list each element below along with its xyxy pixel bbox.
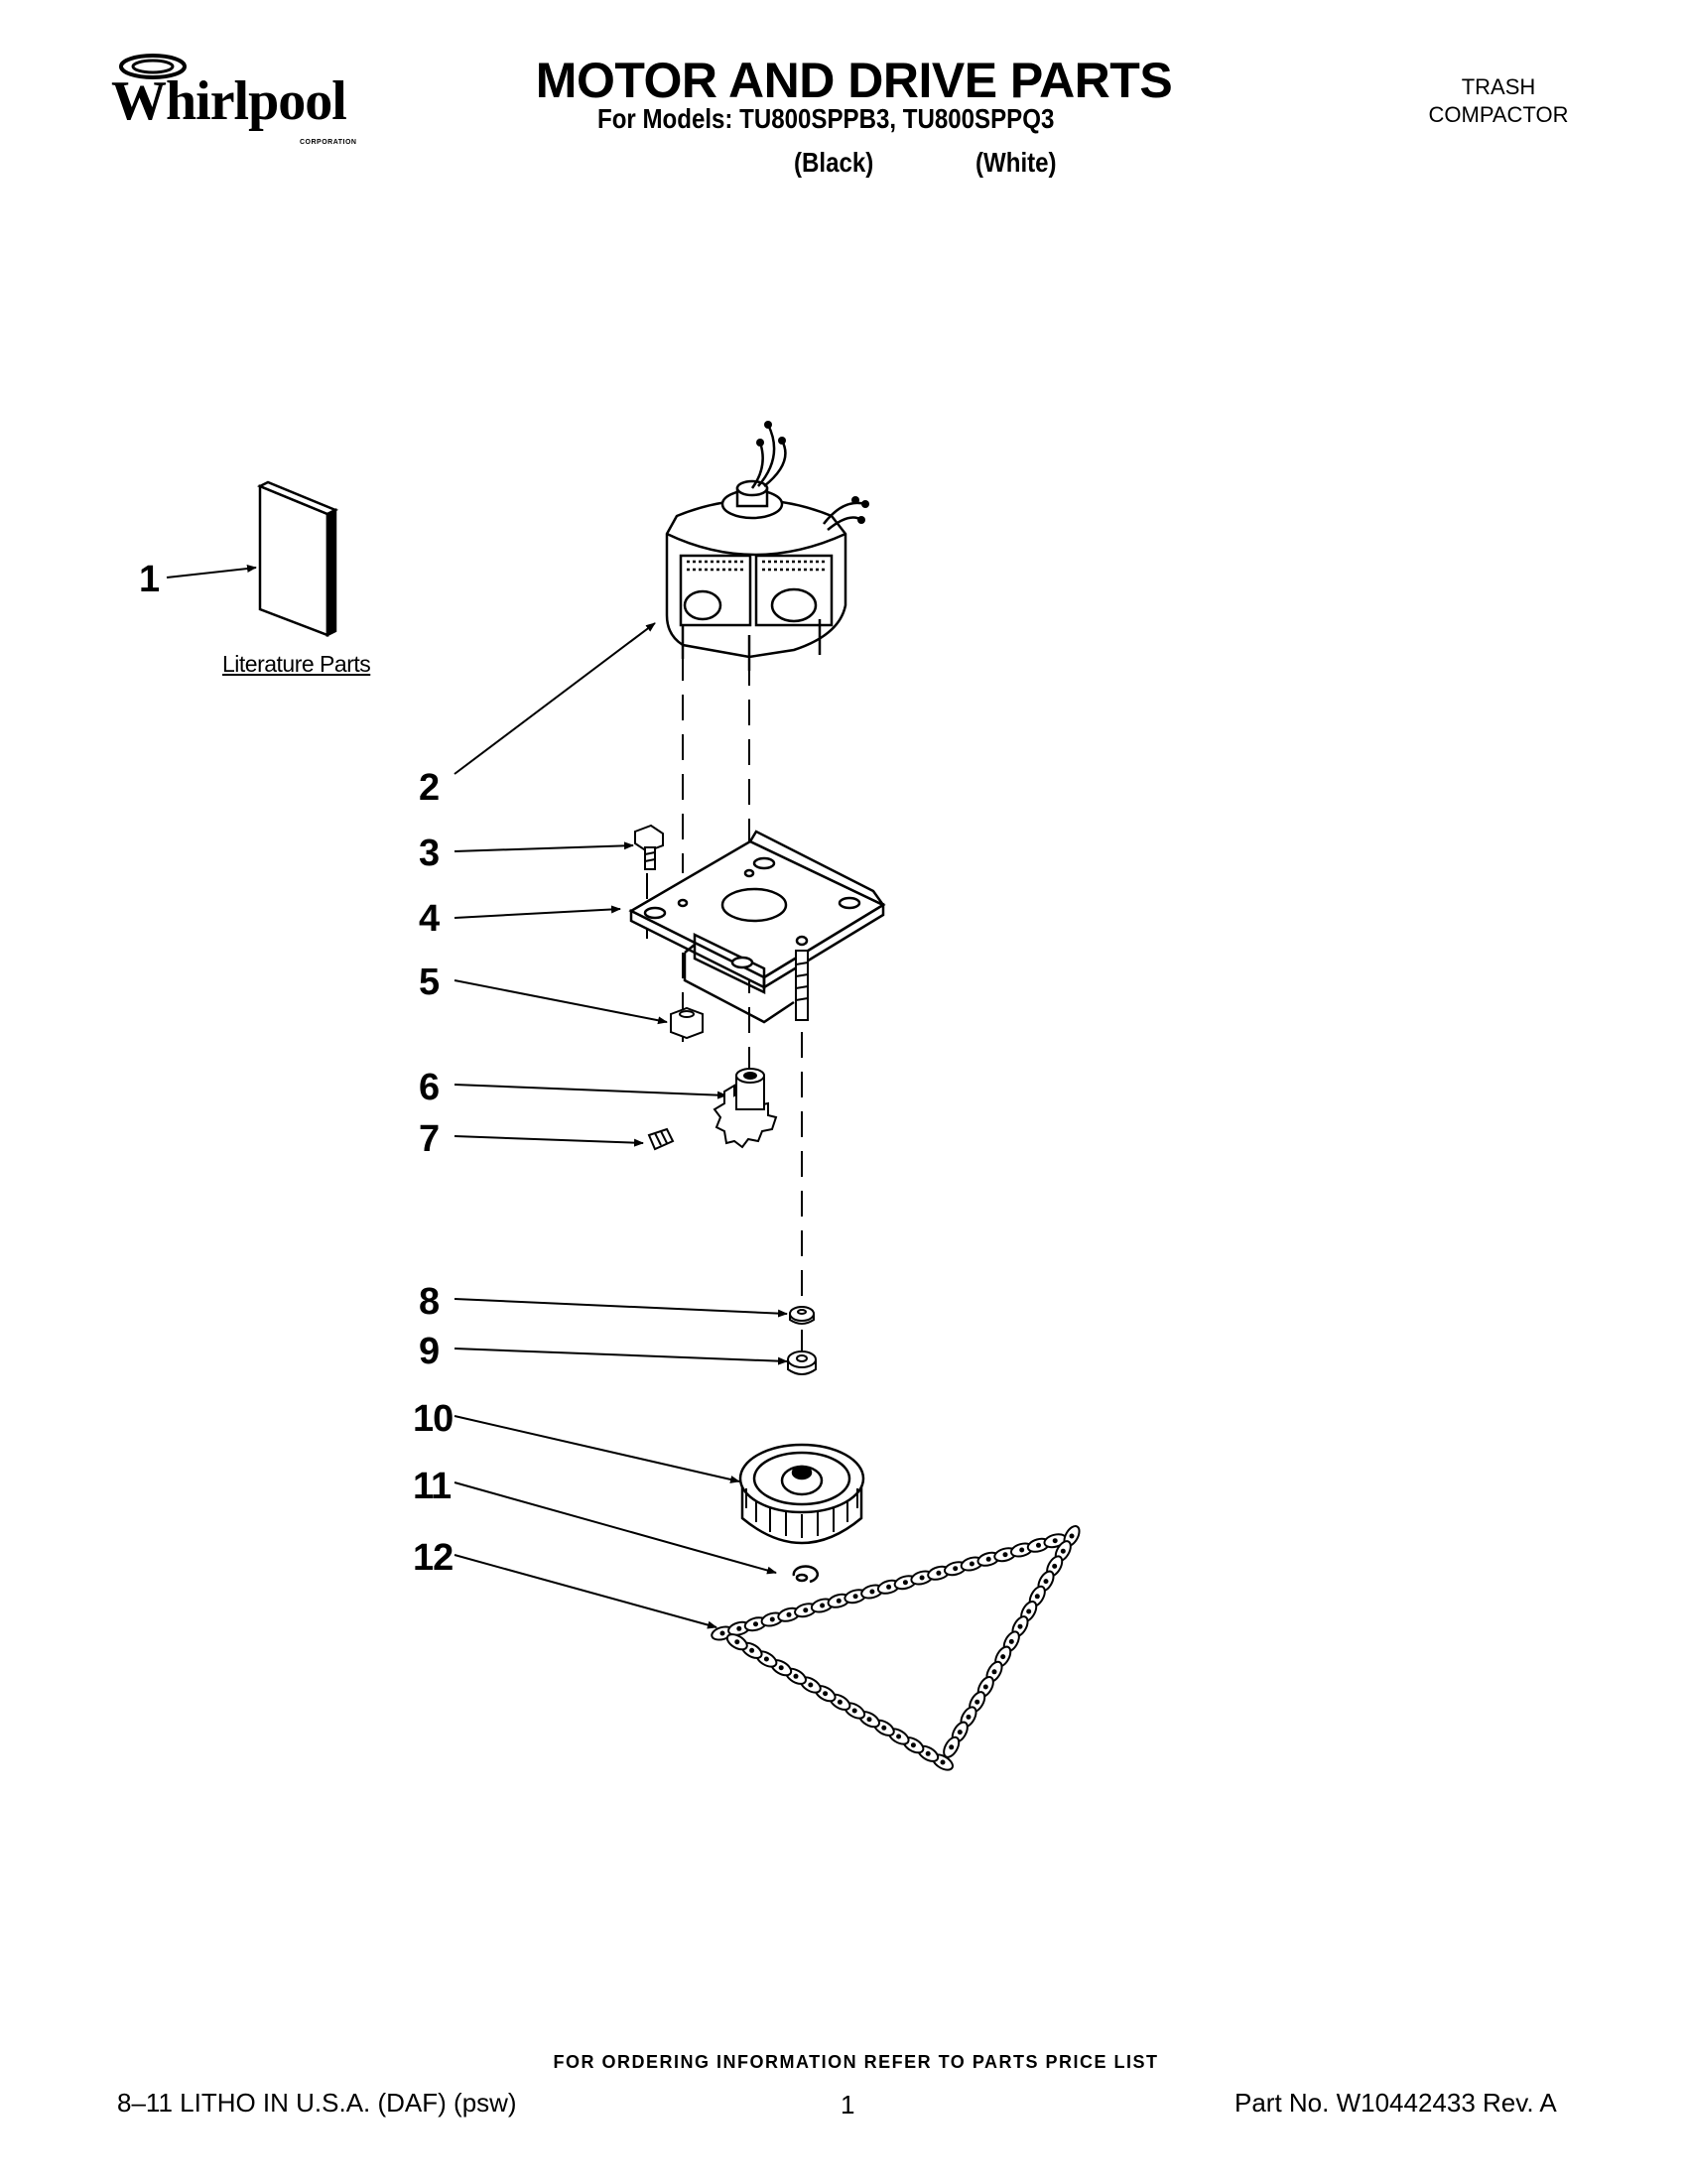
- product-category: TRASH COMPACTOR: [1409, 73, 1588, 129]
- motor-icon: [665, 424, 866, 671]
- chain-pin: [991, 1669, 997, 1675]
- chain-pin: [793, 1673, 799, 1679]
- callout-numbers: 1 2 3 4 5 6 7 8 9 10 11 12: [139, 559, 454, 1579]
- chain-pin: [1017, 1623, 1023, 1629]
- chain-pin: [982, 1684, 988, 1690]
- chain-pin: [953, 1566, 959, 1572]
- chain-pin: [1019, 1547, 1025, 1553]
- callout-4: 4: [419, 898, 440, 940]
- chain-pin: [1043, 1579, 1049, 1585]
- chain-pin: [736, 1625, 742, 1631]
- chain-pin: [902, 1580, 908, 1586]
- chain-pin: [936, 1570, 942, 1576]
- chain-pin: [1026, 1608, 1032, 1614]
- chain-pin: [896, 1734, 902, 1739]
- callout-7: 7: [419, 1118, 439, 1160]
- chain-pin: [852, 1594, 858, 1600]
- alignment-lines: [646, 655, 803, 1359]
- chain-pin: [837, 1699, 843, 1705]
- chain-pin: [1034, 1594, 1040, 1600]
- mounting-plate-icon: [628, 830, 886, 1024]
- motor-wire-ends: [756, 421, 869, 524]
- chain-pin: [869, 1589, 875, 1595]
- washer-small-icon: [789, 1306, 815, 1325]
- chain-pin: [969, 1561, 974, 1567]
- literature-booklet-icon: [256, 480, 339, 638]
- chain-pin: [769, 1616, 775, 1622]
- retaining-ring-icon: [792, 1565, 820, 1584]
- chain-pin: [820, 1603, 826, 1608]
- ordering-notice: FOR ORDERING INFORMATION REFER TO PARTS …: [553, 2052, 1159, 2072]
- set-screw-icon: [647, 1127, 675, 1151]
- chain-pin: [1000, 1654, 1006, 1660]
- category-line-1: TRASH: [1461, 74, 1536, 99]
- screw-icon: [634, 824, 664, 870]
- logo-corporation: CORPORATION: [300, 139, 357, 146]
- chain-pin: [1008, 1638, 1014, 1644]
- models-line: For Models: TU800SPPB3, TU800SPPQ3: [597, 103, 1055, 134]
- chain-pin: [1069, 1533, 1075, 1539]
- nut-icon: [670, 1006, 704, 1040]
- logo-wordmark: Whirlpool: [111, 70, 347, 132]
- callout-3: 3: [419, 833, 439, 874]
- pinion-gear-icon: [713, 1068, 778, 1149]
- chain-pin: [778, 1665, 784, 1671]
- callout-5: 5: [419, 962, 440, 1003]
- callout-11: 11: [413, 1466, 452, 1507]
- chain-pin: [823, 1691, 829, 1697]
- chain-pin: [919, 1575, 925, 1581]
- chain-pin: [1002, 1552, 1008, 1558]
- callout-2: 2: [419, 767, 439, 809]
- stud-icon: [795, 950, 809, 1021]
- chain-pin: [949, 1744, 955, 1750]
- page-number: 1: [841, 2090, 855, 2120]
- color-white-label: (White): [975, 147, 1057, 178]
- chain-pin: [985, 1556, 991, 1562]
- page-title: MOTOR AND DRIVE PARTS: [535, 53, 1173, 108]
- callout-8: 8: [419, 1281, 439, 1323]
- chain-pin: [974, 1699, 980, 1705]
- chain-pin: [881, 1725, 887, 1731]
- color-black-label: (Black): [794, 147, 874, 178]
- leader-lines: [166, 565, 788, 1629]
- callout-10: 10: [413, 1398, 453, 1440]
- literature-parts-label: Literature Parts: [222, 651, 371, 677]
- chain-pin: [910, 1742, 916, 1748]
- chain-pin: [966, 1714, 972, 1720]
- callout-12: 12: [413, 1537, 453, 1579]
- chain-pin: [753, 1621, 758, 1627]
- chain-pin: [957, 1730, 963, 1735]
- chain-pin: [734, 1639, 740, 1645]
- chain-pin: [1052, 1563, 1058, 1569]
- chain-pin: [749, 1647, 755, 1653]
- print-info: 8–11 LITHO IN U.S.A. (DAF) (psw): [117, 2088, 517, 2118]
- category-line-2: COMPACTOR: [1428, 102, 1569, 127]
- chain-pin: [866, 1717, 872, 1723]
- chain-pin: [925, 1750, 931, 1756]
- callout-9: 9: [419, 1331, 439, 1372]
- chain-pin: [808, 1682, 814, 1688]
- chain-pin: [1060, 1548, 1066, 1554]
- part-number: Part No. W10442433 Rev. A: [1234, 2088, 1557, 2118]
- chain-pin: [1052, 1538, 1058, 1544]
- chain-pin: [940, 1759, 946, 1765]
- logo-swirl-icon: [119, 54, 187, 79]
- chain-pin: [886, 1584, 892, 1590]
- chain-pin: [719, 1630, 725, 1636]
- callout-1: 1: [139, 559, 160, 600]
- drive-chain-icon: [711, 1524, 1081, 1771]
- chain-pin: [1036, 1542, 1041, 1548]
- chain-pin: [803, 1607, 809, 1613]
- chain-pin: [786, 1611, 792, 1617]
- drive-sprocket-icon: [738, 1443, 865, 1545]
- chain-pin: [763, 1656, 769, 1662]
- callout-6: 6: [419, 1067, 439, 1108]
- spacer-icon: [787, 1350, 817, 1375]
- chain-pin: [851, 1708, 857, 1714]
- chain-pin: [836, 1598, 842, 1604]
